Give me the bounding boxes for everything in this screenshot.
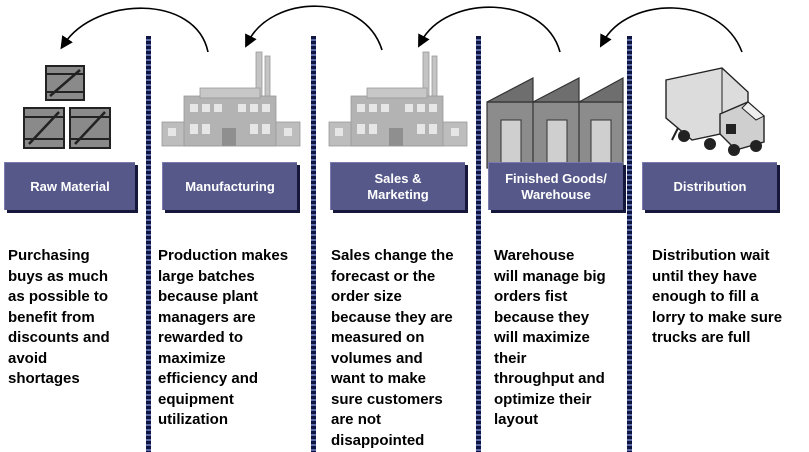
stage-description-manufacturing: Production makes large batches because p… [158, 247, 289, 428]
crates-icon [23, 65, 111, 149]
flow-arrow-3 [418, 6, 561, 53]
stage-description-sales-marketing: Sales change the forecast or the order s… [331, 247, 454, 449]
divider-4 [627, 36, 632, 452]
factory-icon [161, 51, 301, 147]
divider-2 [311, 36, 316, 452]
stage-description-distribution: Distribution wait until they have enough… [652, 247, 783, 346]
flow-arrow-4 [599, 7, 743, 53]
stage-label-distribution: Distribution [642, 162, 777, 210]
flow-arrow-1 [60, 7, 209, 53]
warehouse-icon [486, 76, 624, 169]
stage-label-raw-material: Raw Material [4, 162, 135, 210]
truck-icon [665, 67, 765, 156]
factory-icon [328, 51, 468, 147]
stage-label-sales-marketing: Sales & Marketing [330, 162, 465, 210]
stage-description-raw-material: Purchasing buys as much as possible to b… [8, 247, 110, 387]
stage-label-finished-goods-warehouse: Finished Goods/ Warehouse [488, 162, 623, 210]
divider-3 [476, 36, 481, 452]
stage-description-finished-goods-warehouse: Warehouse will manage big orders fist be… [494, 247, 606, 428]
flow-arrow-2 [245, 5, 383, 51]
divider-1 [146, 36, 151, 452]
stage-label-manufacturing: Manufacturing [162, 162, 297, 210]
